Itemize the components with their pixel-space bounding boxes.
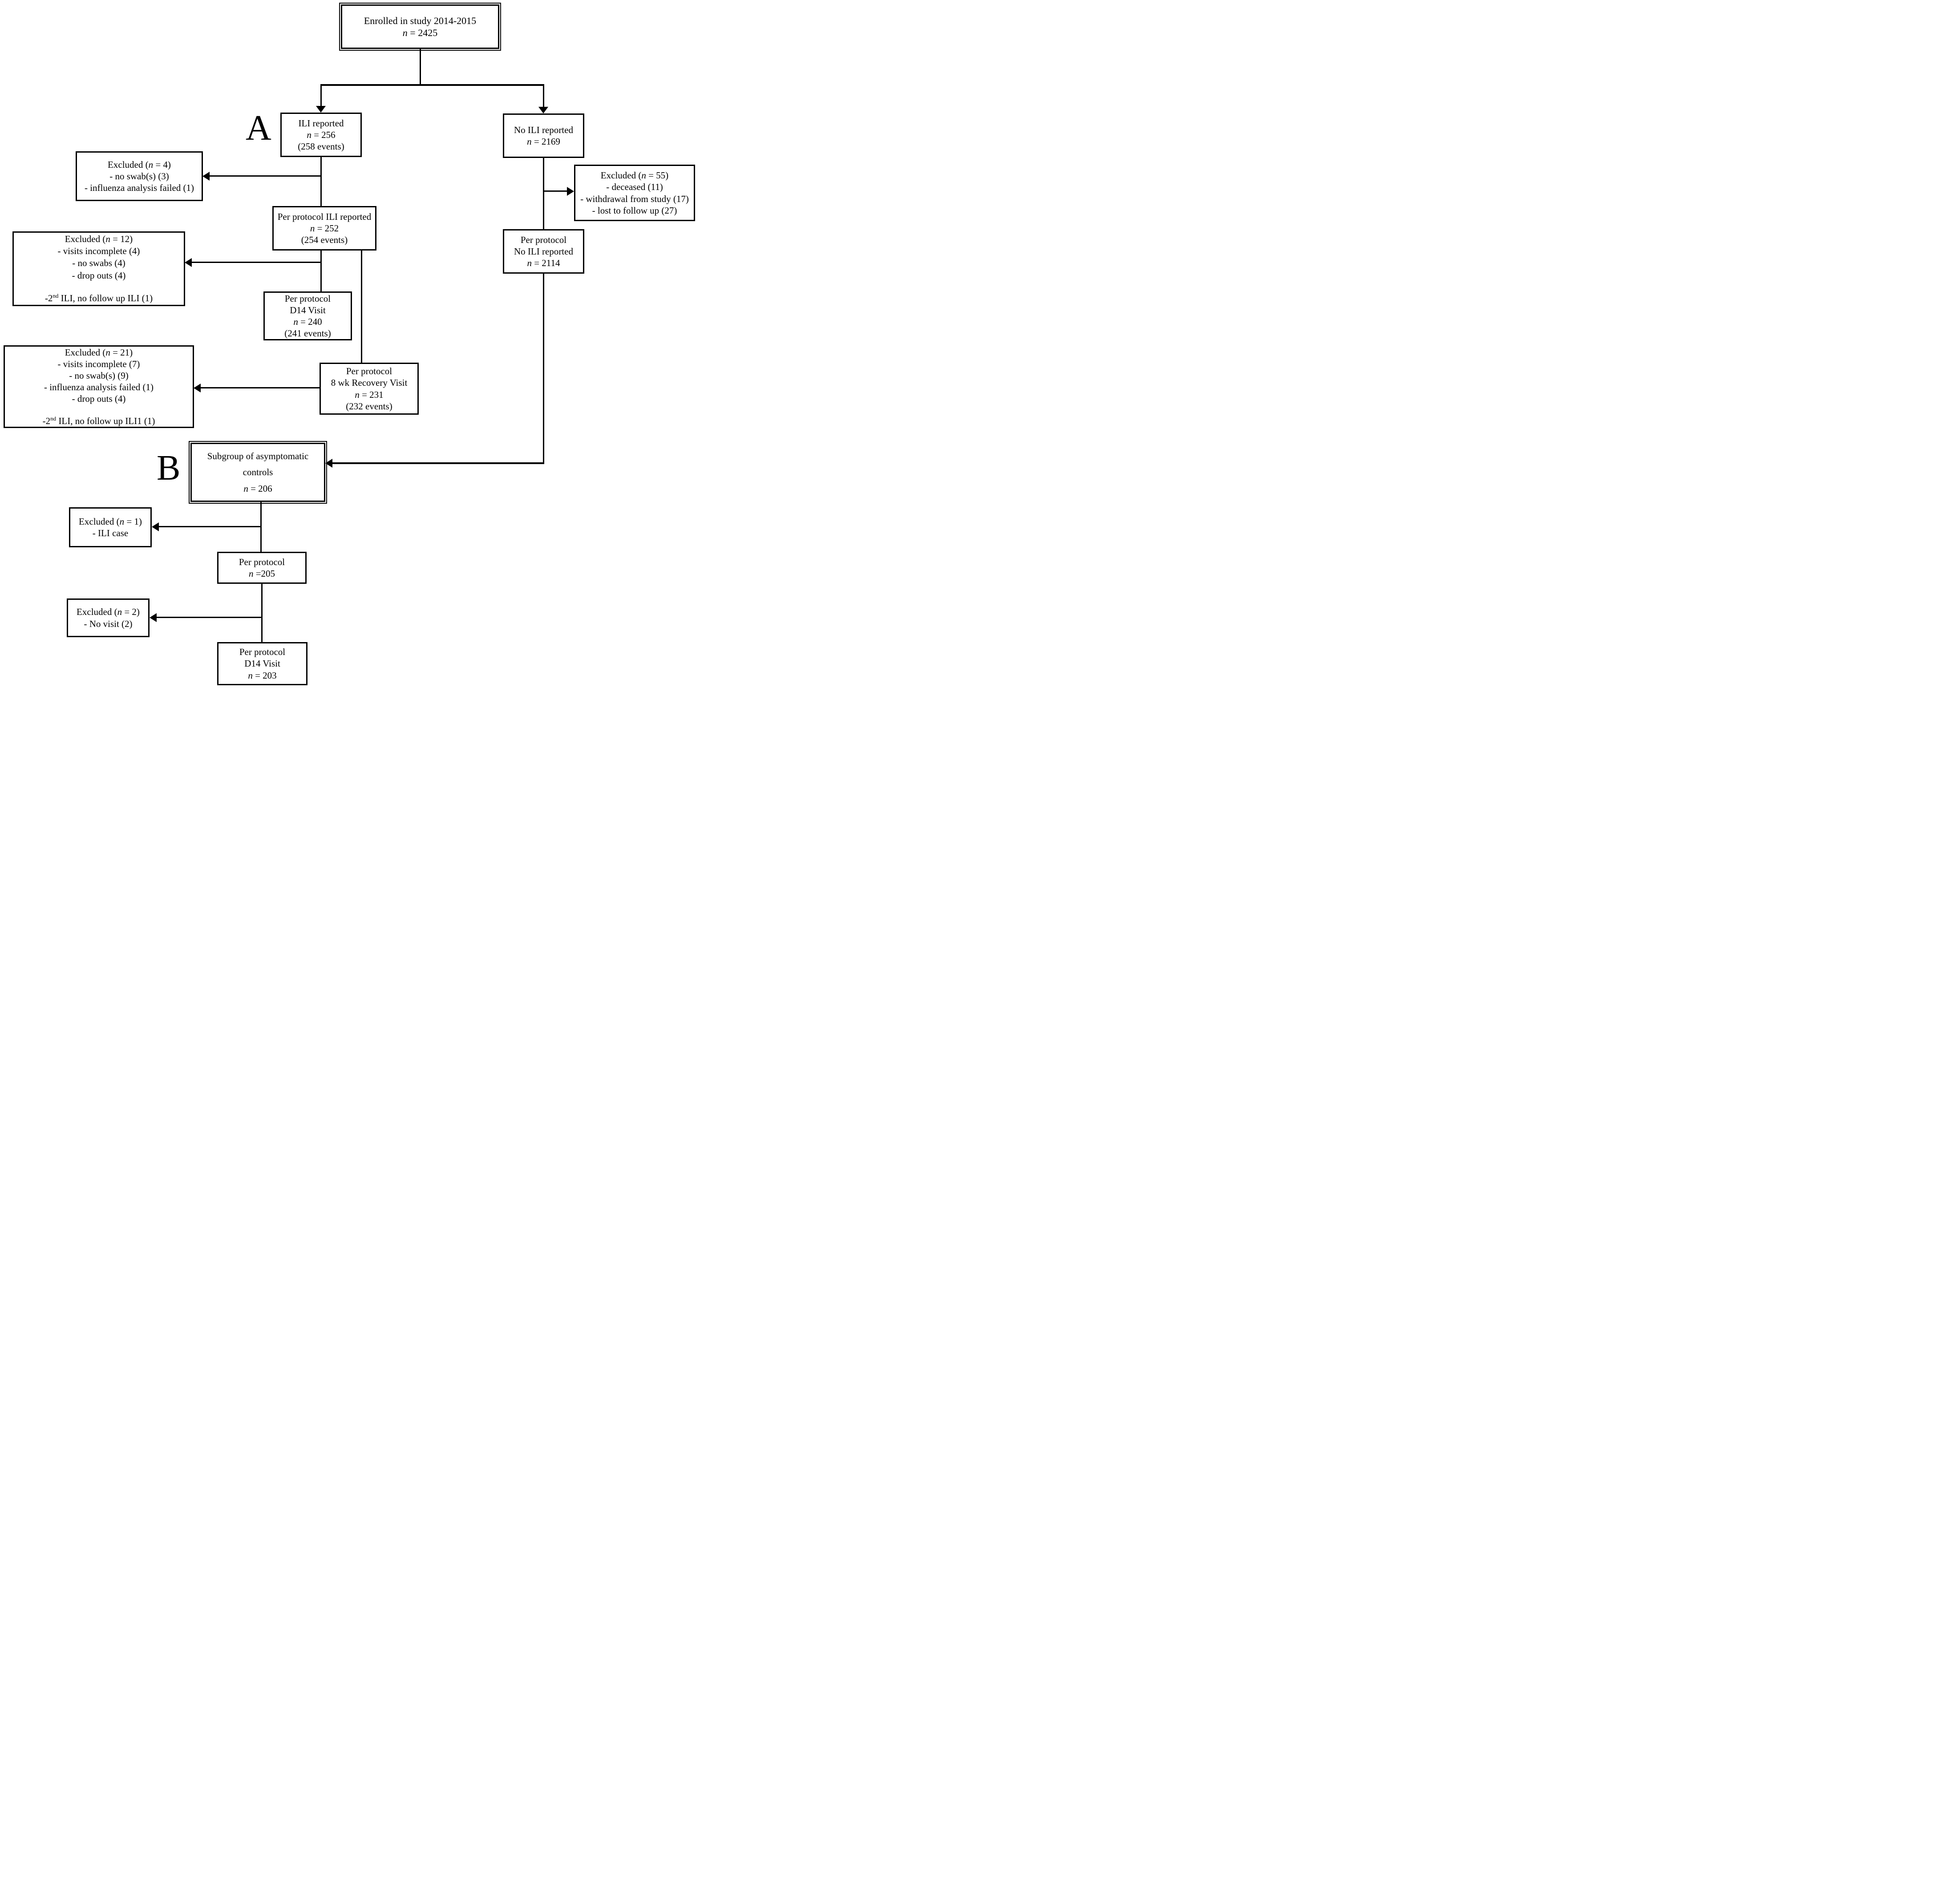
node-events-value: (232 events) (346, 400, 392, 412)
arrowhead-into-ex55 (567, 187, 574, 196)
node-text-line: Excluded (n = 1) (79, 516, 142, 527)
connector-branch-ex21 (201, 387, 320, 388)
flow-diagram: A B Enrolled in study 2014-2015 n = 2425… (0, 0, 697, 685)
node-text-line: - drop outs (4) (72, 393, 126, 404)
node-text-line: Enrolled in study 2014-2015 (364, 15, 477, 26)
connector-ppili-to-d14 (320, 250, 322, 292)
node-n-value: n = 252 (310, 222, 339, 234)
node-text-line: No ILI reported (514, 124, 573, 135)
node-text-line: D14 Visit (290, 305, 326, 315)
node-text-line: No ILI reported (514, 246, 573, 257)
node-text-line: Excluded (n = 55) (600, 170, 669, 181)
node-n-value: n = 256 (307, 129, 336, 140)
node-n-value: n = 203 (248, 670, 277, 681)
node-excluded-4: Excluded (n = 4) - no swab(s) (3) - infl… (76, 151, 203, 201)
node-events-value: (241 events) (284, 328, 331, 339)
connector-noili-to-ppnoili (543, 158, 544, 230)
node-text-line: - visits incomplete (4) (57, 245, 140, 256)
node-text-line: - no swab(s) (3) (109, 170, 169, 182)
connector-branch-ex1 (158, 526, 261, 527)
node-text-line: Excluded (n = 4) (108, 159, 171, 170)
node-excluded-1: Excluded (n = 1) - ILI case (69, 507, 152, 547)
node-text-line: - no swab(s) (9) (69, 370, 129, 381)
node-n-value: n = 240 (293, 316, 322, 327)
connector-to-subgroup (332, 462, 544, 464)
node-text-line: - influenza analysis failed (1) (44, 381, 154, 392)
node-text-line: Per protocol (346, 366, 392, 376)
node-text-line: -2nd ILI, no follow up ILI1 (1) (42, 415, 155, 426)
node-text-line: controls (243, 467, 273, 478)
arrowhead-into-ex21 (194, 384, 201, 392)
node-text-line: - visits incomplete (7) (57, 358, 140, 369)
node-subgroup-asymptomatic-controls: Subgroup of asymptomatic controls n = 20… (189, 441, 327, 504)
node-excluded-55: Excluded (n = 55) - deceased (11) - with… (574, 165, 695, 221)
arrowhead-into-subgroup (325, 459, 332, 468)
node-text-line: Per protocol (239, 556, 285, 567)
node-text-line: - influenza analysis failed (1) (84, 182, 194, 194)
node-text-line: Per protocol ILI reported (277, 211, 372, 222)
connector-ppnoili-down (543, 274, 544, 464)
node-enrolled-in-study: Enrolled in study 2014-2015 n = 2425 (339, 3, 501, 51)
node-excluded-21: Excluded (n = 21) - visits incomplete (7… (4, 345, 194, 428)
node-no-ili-reported: No ILI reported n = 2169 (503, 113, 584, 158)
node-text-line: Per protocol (520, 234, 567, 245)
node-text-line: Per protocol (284, 293, 331, 304)
connector-to-noili (543, 84, 544, 107)
node-text-line: - withdrawal from study (17) (580, 193, 689, 204)
node-text-line: Subgroup of asymptomatic (207, 451, 309, 462)
node-per-protocol-d14-visit-controls: Per protocol D14 Visit n = 203 (217, 642, 307, 685)
connector-ppili-to-recovery (361, 250, 362, 363)
node-ili-reported: ILI reported n = 256 (258 events) (280, 113, 362, 157)
node-text-line: Excluded (n = 21) (65, 347, 133, 358)
connector-branch-ex55 (543, 190, 567, 192)
node-n-value: n =205 (248, 568, 275, 579)
node-text-line: - no swabs (4) (72, 258, 125, 269)
node-per-protocol-205: Per protocol n =205 (217, 552, 307, 584)
connector-enrolled-down (420, 49, 421, 85)
connector-branch-ex4 (210, 175, 321, 177)
node-excluded-12: Excluded (n = 12) - visits incomplete (4… (12, 231, 185, 306)
arrowhead-into-ex1 (152, 522, 159, 531)
node-text-line: Per protocol (239, 647, 286, 658)
connector-pp205-to-d14b (261, 584, 263, 642)
panel-label-a: A (246, 109, 271, 148)
arrowhead-into-ex4 (202, 172, 210, 181)
node-text-line: Excluded (n = 2) (77, 606, 140, 618)
arrowhead-into-ili (316, 106, 326, 113)
arrowhead-into-noili (538, 107, 548, 113)
connector-to-ili (320, 84, 322, 106)
connector-branch-ex12 (192, 262, 321, 263)
node-n-value: n = 206 (243, 483, 272, 494)
node-text-line: - drop outs (4) (72, 270, 126, 281)
node-n-value: n = 2169 (527, 136, 560, 147)
node-text-line: Excluded (n = 12) (65, 233, 133, 244)
node-n-value: n = 2425 (402, 27, 438, 38)
node-n-value: n = 231 (355, 389, 384, 400)
node-per-protocol-d14-visit: Per protocol D14 Visit n = 240 (241 even… (263, 291, 352, 340)
node-per-protocol-no-ili-reported: Per protocol No ILI reported n = 2114 (503, 229, 584, 274)
node-text-line: -2nd ILI, no follow up ILI (1) (45, 292, 153, 304)
node-excluded-2: Excluded (n = 2) - No visit (2) (67, 598, 150, 637)
connector-ili-to-ppili (320, 157, 322, 206)
connector-branch-ex2 (156, 617, 262, 618)
panel-label-b: B (157, 449, 181, 488)
node-text-line: - ILI case (92, 528, 129, 538)
node-n-value: n = 2114 (527, 258, 560, 269)
node-events-value: (254 events) (301, 234, 348, 246)
node-text-line: - lost to follow up (27) (592, 205, 677, 216)
node-text-line: - deceased (11) (606, 182, 663, 193)
connector-split-horizontal (320, 84, 544, 86)
arrowhead-into-ex2 (150, 613, 157, 622)
node-text-line: - No visit (2) (84, 618, 133, 629)
node-text-line: D14 Visit (244, 658, 280, 669)
node-events-value: (258 events) (298, 141, 344, 152)
arrowhead-into-ex12 (185, 258, 192, 267)
node-per-protocol-ili-reported: Per protocol ILI reported n = 252 (254 e… (272, 206, 376, 251)
node-per-protocol-8wk-recovery-visit: Per protocol 8 wk Recovery Visit n = 231… (320, 363, 419, 415)
node-text-line: ILI reported (298, 117, 344, 129)
node-text-line: 8 wk Recovery Visit (331, 377, 408, 388)
